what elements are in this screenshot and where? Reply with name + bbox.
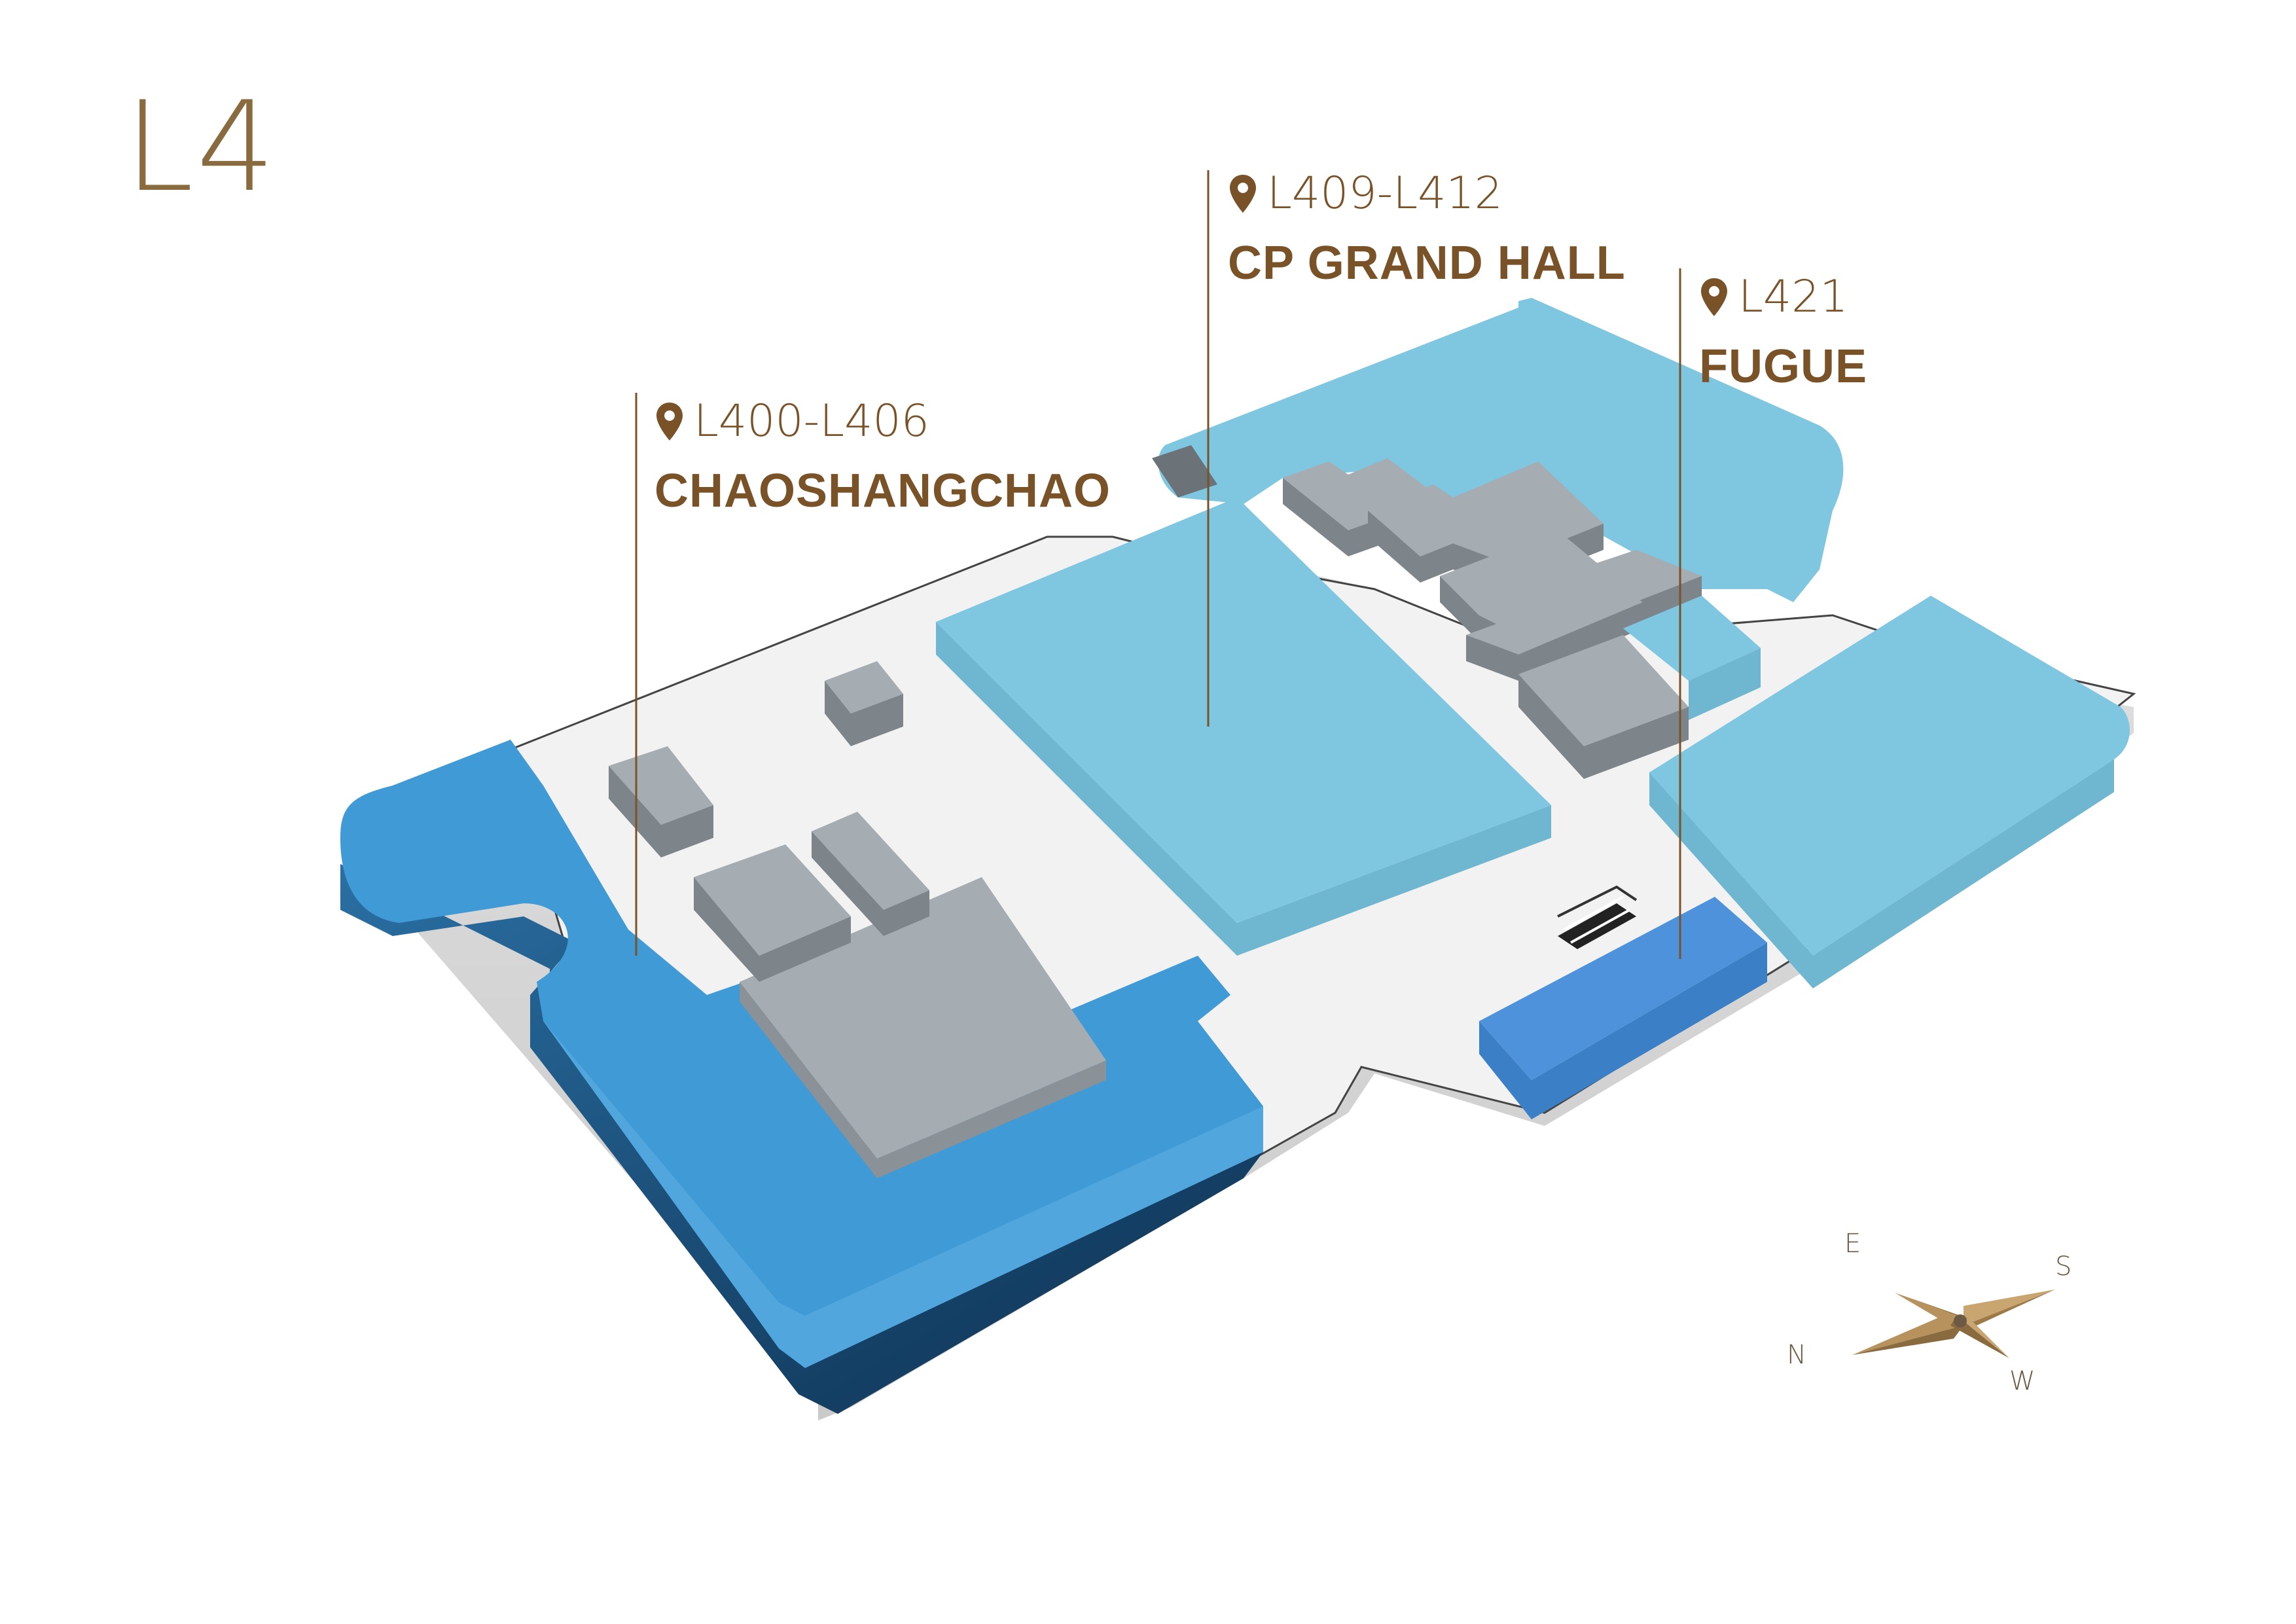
service-block-a-side <box>694 877 851 982</box>
tenant-cp-grand-hall-side <box>936 622 1551 956</box>
service-block-h-side <box>1466 602 1643 681</box>
service-block-upper-left <box>1152 445 1217 497</box>
tenant-chaoshangchao-lower <box>543 1021 1263 1368</box>
service-block-a <box>694 844 851 956</box>
service-block-d <box>825 661 903 713</box>
callout-tenant-name: CP GRAND HALL <box>1228 237 1626 289</box>
callout-cp-grand-hall[interactable]: L409-L412 CP GRAND HALL <box>1228 171 1626 287</box>
map-pin-icon <box>1230 175 1256 213</box>
tenant-right[interactable] <box>1649 596 2130 956</box>
callout-unit-number: L400-L406 <box>694 395 929 447</box>
service-block-c <box>609 746 713 825</box>
service-block-i-side <box>1518 674 1689 779</box>
compass-south-label: S <box>2055 1252 2072 1282</box>
callout-fugue[interactable]: L421 FUGUE <box>1699 271 1867 393</box>
floor-level-label: L4 <box>124 75 278 219</box>
callout-unit-number: L409-L412 <box>1267 168 1503 219</box>
compass-west-label: W <box>2009 1366 2036 1396</box>
callout-unit-number: L421 <box>1738 271 1848 323</box>
service-block-d-side <box>825 681 903 746</box>
service-block-i <box>1518 635 1689 746</box>
tenant-right-side <box>1649 759 2114 988</box>
service-block-h <box>1466 583 1643 655</box>
map-pin-icon <box>1701 278 1727 316</box>
tenant-cp-grand-hall[interactable] <box>936 497 1551 923</box>
tenant-fugue-side <box>1479 943 1767 1119</box>
tenant-fugue[interactable] <box>1479 897 1767 1080</box>
service-block-b <box>812 812 929 910</box>
tenant-upper-right[interactable] <box>1158 298 1844 602</box>
callout-tenant-name: CHAOSHANGCHAO <box>655 465 1111 517</box>
tenant-deep-blue-side <box>340 864 1263 1414</box>
service-block-c-side <box>609 766 713 857</box>
service-block-b-side <box>812 831 929 936</box>
service-block-e <box>1283 458 1440 530</box>
tenant-small-light-blue <box>1623 596 1761 681</box>
tenant-small-light-blue-side <box>1689 648 1761 720</box>
map-pin-icon <box>656 403 683 441</box>
callout-chaoshangchao[interactable]: L400-L406 CHAOSHANGCHAO <box>655 395 1111 517</box>
callout-tenant-name: FUGUE <box>1699 340 1867 393</box>
service-block-g <box>1440 530 1702 635</box>
compass-rose-icon <box>1852 1290 2055 1358</box>
compass-east-label: E <box>1844 1229 1861 1259</box>
escalator-icon <box>1557 885 1638 949</box>
compass-north-label: N <box>1787 1340 1806 1370</box>
